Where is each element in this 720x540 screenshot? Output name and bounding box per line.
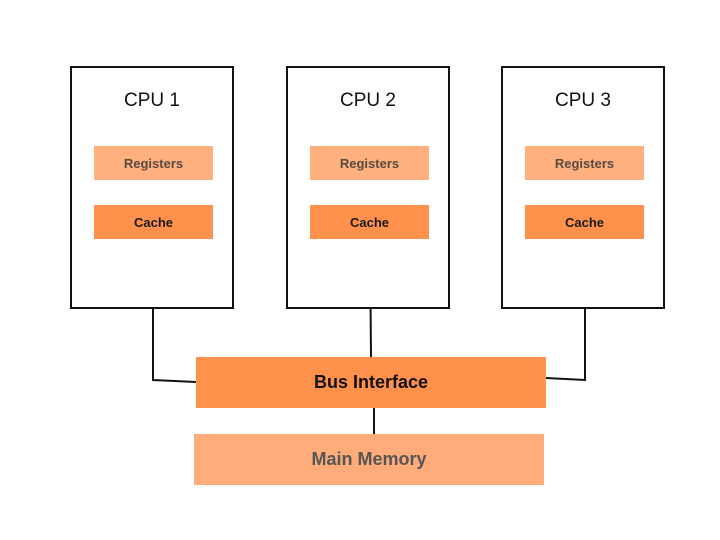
cpu-1-box: CPU 1 Registers Cache [70,66,234,309]
cpu-3-box: CPU 3 Registers Cache [501,66,665,309]
cpu-2-cache: Cache [310,205,429,239]
cpu-3-title: CPU 3 [555,90,611,111]
cpu-2-registers: Registers [310,146,429,180]
cpu-1-cache: Cache [94,205,213,239]
cpu-3-registers: Registers [525,146,644,180]
cpu-1-title: CPU 1 [124,90,180,111]
bus-interface: Bus Interface [196,357,546,408]
cpu-3-cache: Cache [525,205,644,239]
cpu-2-box: CPU 2 Registers Cache [286,66,450,309]
cpu-1-registers: Registers [94,146,213,180]
cpu-2-title: CPU 2 [340,90,396,111]
main-memory: Main Memory [194,434,544,485]
